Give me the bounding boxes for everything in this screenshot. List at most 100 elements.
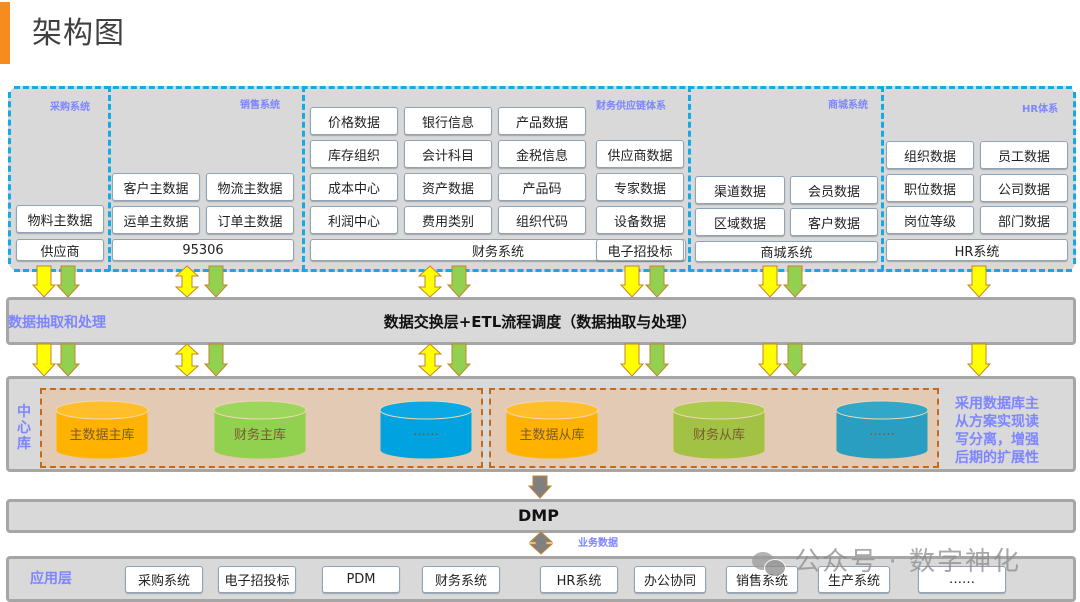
dmp-layer [6, 499, 1076, 533]
down-arrow-green [203, 265, 229, 298]
system-box: 供应商 [16, 239, 104, 261]
dashed-border-bottom [14, 269, 1072, 272]
down-arrow-green [55, 265, 81, 298]
business-data-label: 业务数据 [578, 538, 618, 549]
bidirectional-arrow-yellow [417, 343, 443, 377]
down-arrow-green [55, 343, 81, 377]
down-arrow-green [644, 343, 670, 377]
db-cylinder-other-primary: …… [379, 400, 473, 460]
data-box: 产品数据 [498, 107, 586, 135]
data-box: 产品码 [498, 173, 586, 201]
bidirectional-arrow-gray [528, 531, 554, 555]
down-arrow-green [446, 343, 472, 377]
down-arrow-yellow [31, 343, 57, 377]
down-arrow-yellow [619, 343, 645, 377]
dashed-divider [302, 86, 305, 271]
db-label: …… [869, 424, 895, 439]
exchange-side-label: 数据抽取和处理 [8, 315, 106, 331]
exchange-layer-title: 数据交换层+ETL流程调度（数据抽取与处理） [383, 313, 697, 331]
app-box[interactable]: PDM [322, 566, 400, 593]
db-cylinder-master-data-primary: 主数据主库 [55, 400, 149, 460]
system-box: 商城系统 [695, 241, 878, 262]
data-box: 银行信息 [404, 107, 492, 135]
down-arrow-green [782, 343, 808, 377]
data-box: 设备数据 [596, 206, 684, 234]
data-box: 会计科目 [404, 140, 492, 168]
watermark: 公众号 · 数字神化 [752, 541, 1021, 578]
page-title: 架构图 [32, 16, 125, 51]
db-label: 财务主库 [233, 428, 286, 443]
system-box: 95306 [112, 239, 294, 261]
down-arrow-green [446, 265, 472, 298]
data-box: 组织代码 [498, 206, 586, 234]
data-box: 订单主数据 [206, 206, 294, 234]
data-box: 价格数据 [310, 107, 398, 135]
system-box: HR系统 [886, 239, 1068, 261]
data-box: 职位数据 [886, 174, 974, 202]
down-arrow-yellow [619, 265, 645, 298]
app-box[interactable]: 采购系统 [125, 566, 203, 593]
app-box[interactable]: 财务系统 [422, 566, 500, 593]
dashed-divider [688, 86, 691, 271]
group-label-mall: 商城系统 [828, 100, 868, 111]
down-arrow-green [782, 265, 808, 298]
db-cylinder-finance-primary: 财务主库 [213, 400, 307, 460]
dashed-border-top [14, 86, 1072, 89]
data-box: 库存组织 [310, 140, 398, 168]
title-accent-bar [0, 2, 10, 64]
data-box: 渠道数据 [695, 176, 785, 204]
db-label: …… [413, 424, 439, 439]
down-arrow-yellow [966, 265, 992, 298]
dashed-border-right [1073, 92, 1076, 264]
app-box[interactable]: HR系统 [540, 566, 618, 593]
db-label: 主数据从库 [519, 428, 585, 443]
app-box[interactable]: …… [918, 566, 1006, 593]
data-box: 成本中心 [310, 173, 398, 201]
side-label-char: 中 [17, 404, 31, 420]
db-cylinder-master-data-replica: 主数据从库 [505, 400, 599, 460]
note-line: 从方案实现读 [955, 414, 1039, 430]
dashed-divider [108, 86, 111, 271]
group-label-finance-supply-chain: 财务供应链体系 [596, 101, 666, 112]
note-line: 后期的扩展性 [955, 450, 1039, 466]
data-box: 区域数据 [695, 208, 785, 236]
side-label-char: 库 [17, 436, 31, 452]
db-label: 主数据主库 [69, 428, 135, 443]
dashed-border-left [8, 92, 11, 264]
data-box: 会员数据 [790, 176, 878, 204]
group-label-procurement: 采购系统 [50, 102, 90, 113]
dmp-title: DMP [518, 506, 559, 525]
data-box: 员工数据 [980, 141, 1068, 169]
down-arrow-yellow [31, 265, 57, 298]
system-box: 电子招投标 [596, 239, 684, 261]
down-arrow-yellow [757, 265, 783, 298]
data-box: 资产数据 [404, 173, 492, 201]
data-box: 公司数据 [980, 174, 1068, 202]
read-write-split-note: 采用数据库主 从方案实现读 写分离，增强 后期的扩展性 [955, 395, 1039, 467]
data-box: 组织数据 [886, 141, 974, 169]
bidirectional-arrow-yellow [417, 265, 443, 298]
data-box: 利润中心 [310, 206, 398, 234]
center-db-side-label: 中 心 库 [16, 404, 32, 452]
app-box[interactable]: 办公协同 [634, 566, 706, 593]
data-box: 专家数据 [596, 173, 684, 201]
app-box[interactable]: 生产系统 [818, 566, 890, 593]
app-layer-side-label: 应用层 [30, 571, 72, 587]
group-label-sales: 销售系统 [240, 100, 280, 111]
data-box: 客户数据 [790, 208, 878, 236]
down-arrow-green [644, 265, 670, 298]
data-box: 部门数据 [980, 206, 1068, 234]
system-box: 财务系统 [310, 239, 686, 261]
down-arrow-yellow [966, 343, 992, 377]
side-label-char: 心 [17, 420, 31, 436]
data-box: 客户主数据 [112, 173, 200, 201]
watermark-text: 公众号 · 数字神化 [794, 547, 1022, 577]
down-arrow-green [203, 343, 229, 377]
data-box: 物流主数据 [206, 173, 294, 201]
app-box[interactable]: 电子招投标 [218, 566, 296, 593]
db-cylinder-other-replica: …… [835, 400, 929, 460]
group-label-hr: HR体系 [1022, 104, 1059, 115]
bidirectional-arrow-yellow [174, 265, 200, 298]
data-box: 费用类别 [404, 206, 492, 234]
